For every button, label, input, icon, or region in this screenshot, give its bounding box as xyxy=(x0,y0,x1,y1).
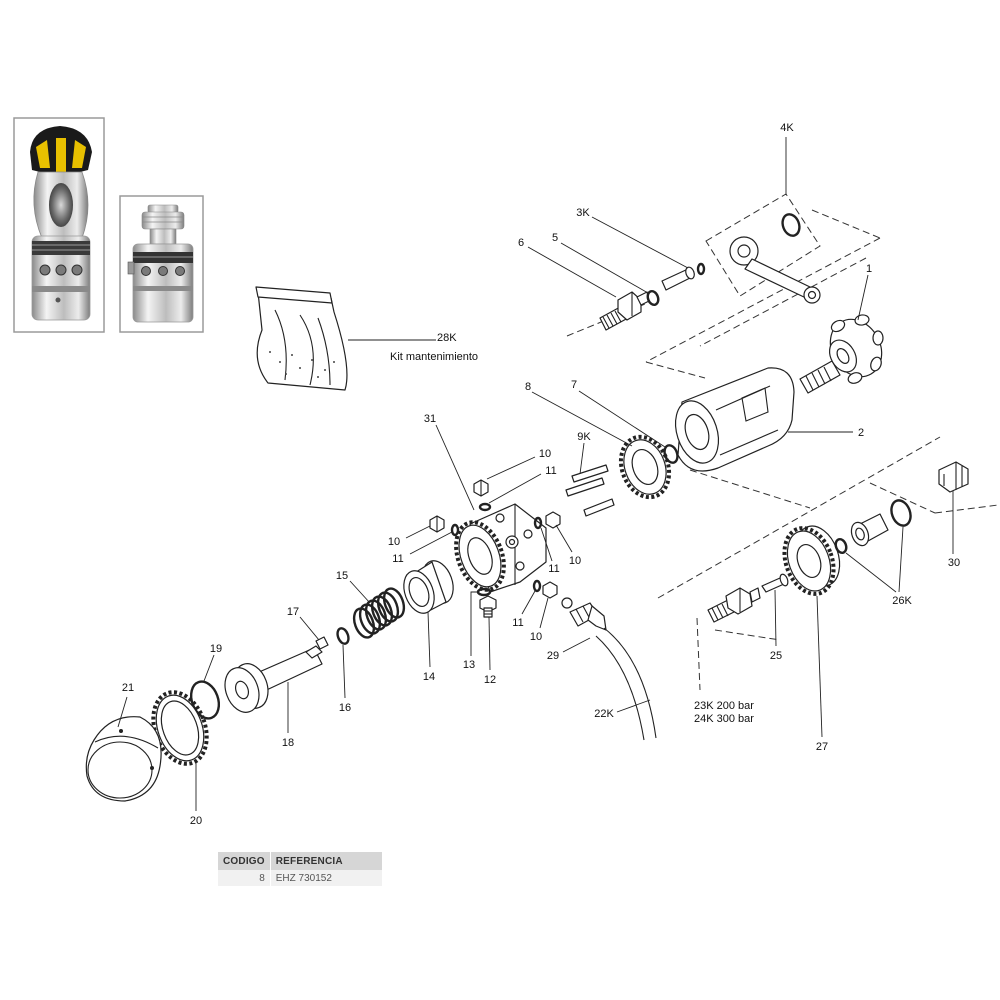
part-15-spring xyxy=(352,587,406,639)
callout-28k: 28K xyxy=(437,332,457,344)
callout-3k: 3K xyxy=(576,207,590,219)
callout-27: 27 xyxy=(816,741,828,753)
callout-14: 14 xyxy=(423,671,435,683)
assembly-guide-lines xyxy=(566,193,999,691)
callout-9k: 9K xyxy=(577,431,591,443)
part-21-cap xyxy=(85,716,162,802)
cell-codigo: 8 xyxy=(218,870,271,886)
callout-11-right: 11 xyxy=(548,563,559,575)
callout-30: 30 xyxy=(948,557,960,569)
part-10-plug-lower xyxy=(542,581,558,599)
part-din-insert xyxy=(850,513,889,547)
callout-10-lower: 10 xyxy=(530,631,542,643)
part-10-plug-top xyxy=(473,479,489,497)
callout-26k: 26K xyxy=(892,595,912,607)
part-11-o-ring-left xyxy=(450,523,460,537)
part-28k-maintenance-kit-bag xyxy=(255,286,348,391)
header-referencia: REFERENCIA xyxy=(270,852,382,870)
kit-label: Kit mantenimiento xyxy=(390,351,478,363)
callout-25: 25 xyxy=(770,650,782,662)
part-9k-pins xyxy=(565,464,615,517)
part-20-knurled-ring xyxy=(151,690,209,766)
pressure-note-200: 23K 200 bar xyxy=(694,700,754,712)
part-11-o-ring-top xyxy=(478,502,492,512)
callout-labels: 4K 3K 6 5 1 28K Kit mantenimiento 8 7 31… xyxy=(122,122,960,827)
callout-12: 12 xyxy=(484,674,496,686)
callout-15: 15 xyxy=(336,570,348,582)
part-2-yoke-housing xyxy=(674,367,795,472)
part-washer-lower xyxy=(561,597,573,609)
part-16-o-ring xyxy=(336,627,350,645)
callout-31: 31 xyxy=(424,413,436,425)
part-10-plug-left xyxy=(429,515,445,533)
callout-7: 7 xyxy=(571,379,577,391)
part-10-plug-right xyxy=(545,511,561,529)
callout-4k: 4K xyxy=(780,122,794,134)
callout-6: 6 xyxy=(518,237,524,249)
callout-11-lower: 11 xyxy=(512,617,523,629)
callout-10-right: 10 xyxy=(569,555,581,567)
part-6-fitting xyxy=(599,291,650,331)
part-14-ring xyxy=(403,560,454,614)
callout-11-top: 11 xyxy=(545,465,556,477)
callout-19: 19 xyxy=(210,643,222,655)
callout-5: 5 xyxy=(552,232,558,244)
leader-lines xyxy=(117,137,954,811)
callout-16: 16 xyxy=(339,702,351,714)
callout-11-left: 11 xyxy=(392,553,403,565)
callout-21: 21 xyxy=(122,682,134,694)
callout-2: 2 xyxy=(858,427,864,439)
part-11-o-ring-lower xyxy=(532,579,542,593)
part-26k-o-ring-small xyxy=(834,538,848,554)
part-13-o-ring xyxy=(476,587,492,597)
callout-20: 20 xyxy=(190,815,202,827)
callout-10-left: 10 xyxy=(388,536,400,548)
parts-reference-table: CODIGO REFERENCIA 8 EHZ 730152 xyxy=(218,852,382,886)
part-4k-tool-kit xyxy=(729,213,821,304)
product-photo-din-first-stage xyxy=(119,195,204,333)
part-18-piston xyxy=(224,645,323,713)
part-22k-hose xyxy=(595,627,657,741)
callout-29: 29 xyxy=(547,650,559,662)
table-header-row: CODIGO REFERENCIA xyxy=(218,852,382,870)
table-row: 8 EHZ 730152 xyxy=(218,870,382,886)
part-11-o-ring-right xyxy=(533,516,543,530)
part-5-o-ring xyxy=(646,290,660,306)
pressure-note-300: 24K 300 bar xyxy=(694,713,754,725)
cell-referencia: EHZ 730152 xyxy=(270,870,382,886)
callout-18: 18 xyxy=(282,737,294,749)
part-8-retaining-nut xyxy=(618,434,672,500)
header-codigo: CODIGO xyxy=(218,852,271,870)
part-12-plug xyxy=(479,595,497,618)
callout-22k: 22K xyxy=(594,708,614,720)
callout-13: 13 xyxy=(463,659,475,671)
part-27-knurled-wheel xyxy=(782,525,841,596)
part-30-fitting xyxy=(938,461,969,493)
callout-10-top: 10 xyxy=(539,448,551,460)
part-25-fitting xyxy=(707,587,761,623)
part-3k-piston xyxy=(661,262,706,291)
callout-17: 17 xyxy=(287,606,299,618)
part-26k-o-ring-large xyxy=(890,499,912,527)
callout-1: 1 xyxy=(866,263,872,275)
product-photo-yoke-first-stage xyxy=(13,117,105,333)
part-29-hose-fitting xyxy=(569,602,607,631)
part-31-first-stage-body xyxy=(454,503,547,593)
part-1-din-knob xyxy=(799,314,884,394)
part-screw xyxy=(761,573,789,593)
callout-8: 8 xyxy=(525,381,531,393)
